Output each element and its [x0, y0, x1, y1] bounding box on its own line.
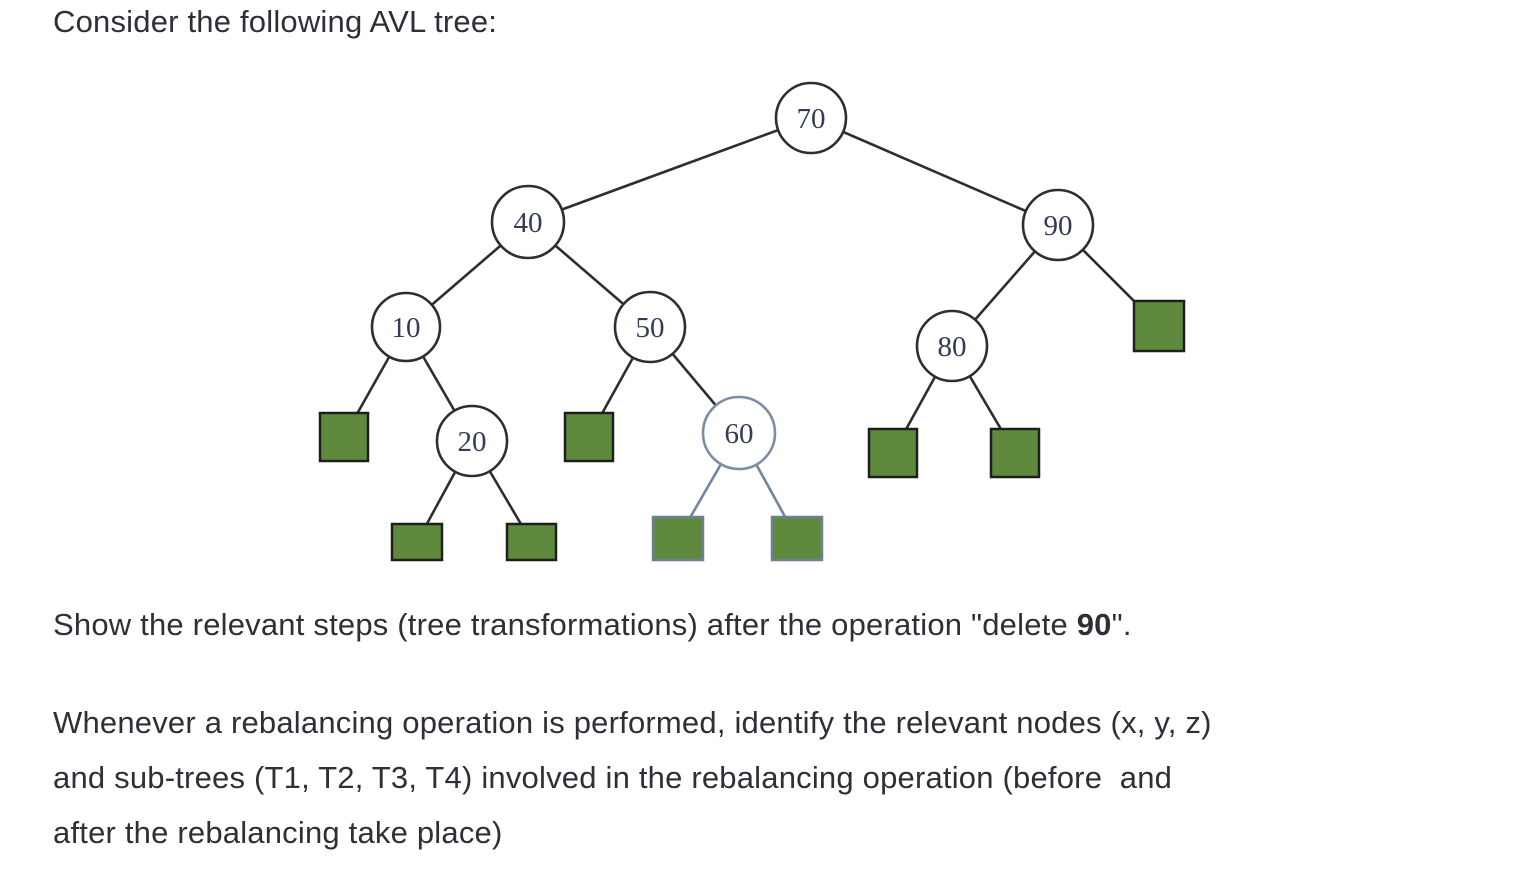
- tree-node-circle: [370, 291, 442, 363]
- tree-node-80: 80: [915, 309, 989, 383]
- tree-node-10: 10: [370, 291, 442, 363]
- tree-node-circle: [435, 404, 509, 478]
- tree-node-60: 60: [701, 395, 777, 471]
- tree-node-70: 70: [774, 81, 848, 155]
- tree-node-label: 70: [797, 103, 826, 135]
- external-leaf-square: [318, 411, 370, 463]
- tree-node-90: 90: [1021, 188, 1095, 262]
- tree-node-label: 10: [392, 312, 421, 344]
- tree-node-label: 80: [938, 331, 967, 363]
- instruction-line-3: after the rebalancing take place): [53, 815, 503, 850]
- tree-node-label: 90: [1044, 210, 1073, 242]
- tree-node-50: 50: [613, 290, 687, 364]
- tree-node-20: 20: [435, 404, 509, 478]
- tree-node-circle: [915, 309, 989, 383]
- task-sentence-prefix: Show the relevant steps (tree transforma…: [53, 607, 1077, 642]
- tree-node-circle: [1021, 188, 1095, 262]
- instruction-line-1: Whenever a rebalancing operation is perf…: [53, 705, 1212, 740]
- external-leaf-square: [770, 515, 824, 562]
- instruction-line-2: and sub-trees (T1, T2, T3, T4) involved …: [53, 760, 1173, 795]
- tree-node-label: 60: [725, 418, 754, 450]
- tree-node-label: 50: [636, 312, 665, 344]
- external-leaf-square: [390, 522, 444, 562]
- tree-node-circle: [774, 81, 848, 155]
- external-leaf-square: [563, 411, 615, 463]
- tree-node-circle: [490, 184, 566, 260]
- tree-edge: [527, 116, 812, 224]
- external-leaf-square: [651, 515, 705, 562]
- tree-node-circle: [613, 290, 687, 364]
- task-sentence-bold-value: 90: [1076, 607, 1112, 642]
- external-leaf-square: [867, 427, 919, 479]
- external-leaf-square: [989, 427, 1041, 479]
- tree-node-40: 40: [490, 184, 566, 260]
- external-leaf-square: [1132, 299, 1186, 353]
- tree-node-label: 40: [514, 207, 543, 239]
- rebalancing-instructions: Whenever a rebalancing operation is perf…: [53, 695, 1212, 860]
- task-sentence-suffix: ".: [1111, 607, 1132, 642]
- task-sentence: Show the relevant steps (tree transforma…: [53, 604, 1132, 646]
- external-leaf-square: [505, 522, 558, 562]
- tree-node-circle: [701, 395, 777, 471]
- tree-node-label: 20: [458, 426, 487, 458]
- tree-edge: [810, 116, 1059, 227]
- question-intro-text: Consider the following AVL tree:: [53, 4, 498, 39]
